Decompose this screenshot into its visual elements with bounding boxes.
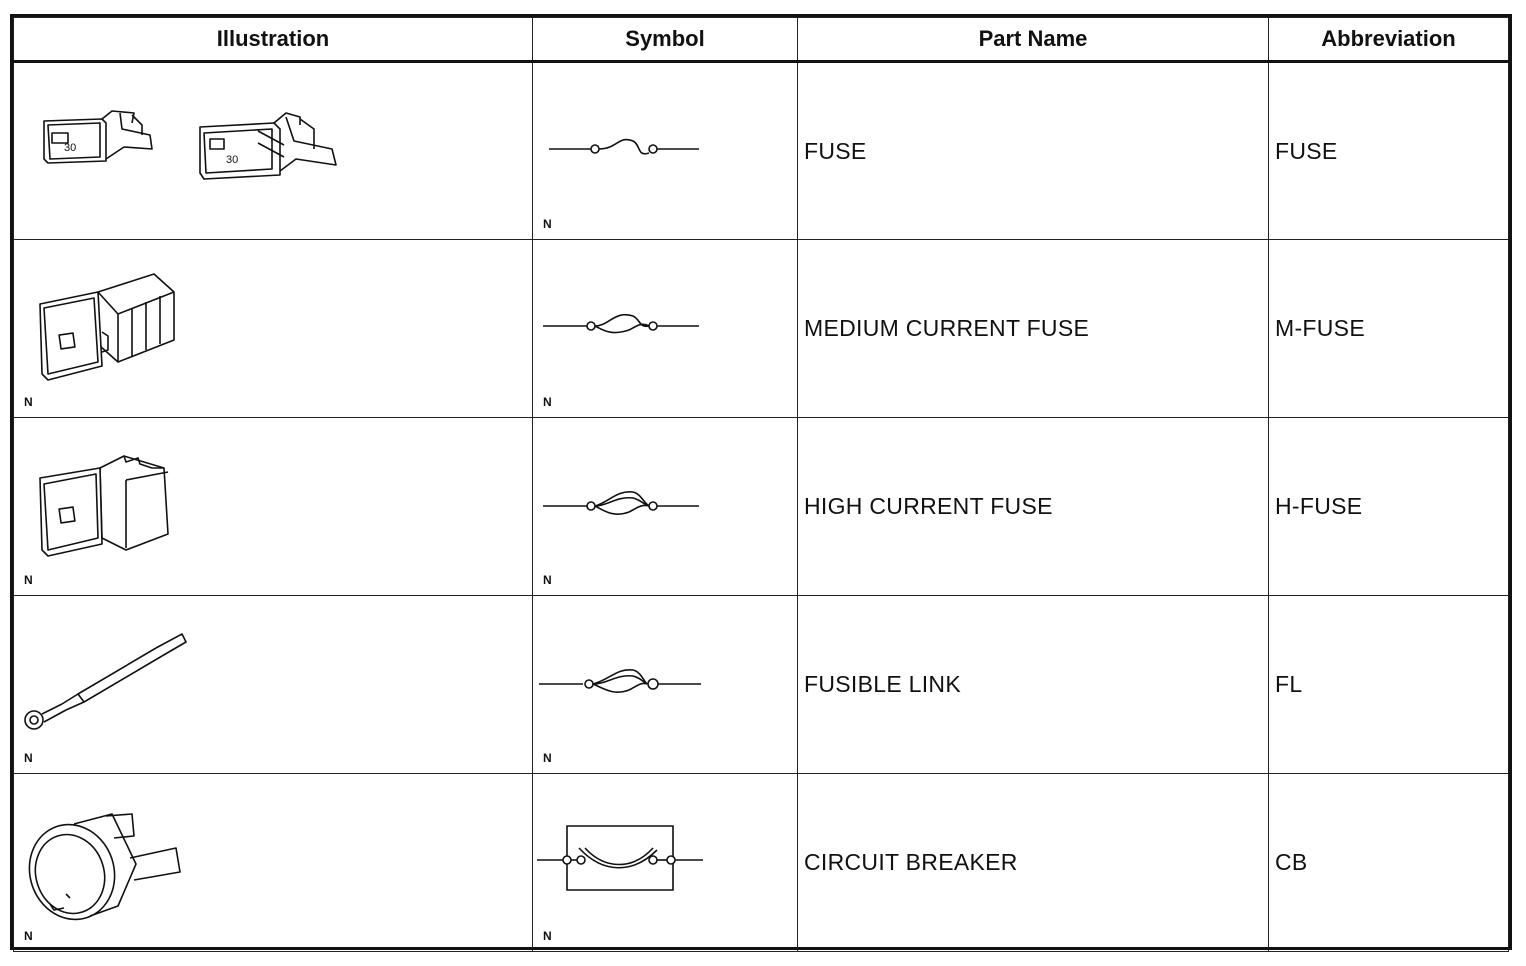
n-mark: N [543, 217, 552, 231]
symbol-cell: N [532, 61, 798, 241]
header-illustration: Illustration [13, 17, 533, 63]
illustration-cell: N [13, 595, 533, 774]
blade-fuse-icon: 30 30 [14, 63, 533, 241]
symbol-cell: N [532, 773, 798, 952]
abbreviation-cell: M-FUSE [1268, 239, 1509, 418]
header-abbreviation: Abbreviation [1268, 17, 1509, 63]
part-name-cell: FUSE [797, 61, 1269, 240]
medium-current-fuse-symbol-icon [533, 240, 798, 418]
n-mark: N [543, 751, 552, 765]
n-mark: N [24, 929, 33, 943]
fusible-link-icon [14, 596, 533, 774]
part-name-cell: HIGH CURRENT FUSE [797, 417, 1269, 596]
abbreviation-cell: H-FUSE [1268, 417, 1509, 596]
illustration-cell: 30 30 [13, 61, 533, 241]
illustration-cell: N [13, 239, 533, 418]
n-mark: N [543, 573, 552, 587]
high-current-fuse-icon [14, 418, 533, 596]
circuit-breaker-icon [14, 774, 533, 952]
header-symbol: Symbol [532, 17, 798, 63]
parts-table: Illustration Symbol Part Name Abbreviati… [13, 17, 1509, 952]
table-row: N N HIGH CURRENT FUSE H-FUSE [13, 417, 1509, 596]
circuit-breaker-symbol-icon [533, 774, 798, 952]
fusible-link-symbol-icon [533, 596, 798, 774]
part-name-cell: MEDIUM CURRENT FUSE [797, 239, 1269, 418]
table-row: N N CIRCUIT BREAKER [13, 773, 1509, 952]
abbreviation-cell: FUSE [1268, 61, 1509, 240]
header-part-name: Part Name [797, 17, 1269, 63]
table-row: N N MEDIUM CURRENT FUSE M-FUSE [13, 239, 1509, 418]
symbol-cell: N [532, 417, 798, 596]
n-mark: N [24, 573, 33, 587]
part-name-cell: FUSIBLE LINK [797, 595, 1269, 774]
illustration-cell: N [13, 773, 533, 952]
abbreviation-cell: CB [1268, 773, 1509, 952]
parts-table-frame: Illustration Symbol Part Name Abbreviati… [10, 14, 1512, 952]
symbol-cell: N [532, 595, 798, 774]
table-row: 30 30 [13, 61, 1509, 241]
fuse-symbol-icon [533, 63, 798, 241]
table-row: N N FUSIBLE LINK FL [13, 595, 1509, 774]
n-mark: N [543, 395, 552, 409]
illustration-cell: N [13, 417, 533, 596]
high-current-fuse-symbol-icon [533, 418, 798, 596]
fuse-rating-label: 30 [64, 142, 76, 154]
n-mark: N [24, 395, 33, 409]
abbreviation-cell: FL [1268, 595, 1509, 774]
n-mark: N [543, 929, 552, 943]
symbol-cell: N [532, 239, 798, 418]
part-name-cell: CIRCUIT BREAKER [797, 773, 1269, 952]
n-mark: N [24, 751, 33, 765]
fuse-rating-label: 30 [226, 154, 238, 166]
header-row: Illustration Symbol Part Name Abbreviati… [13, 17, 1509, 63]
medium-current-fuse-icon [14, 240, 533, 418]
